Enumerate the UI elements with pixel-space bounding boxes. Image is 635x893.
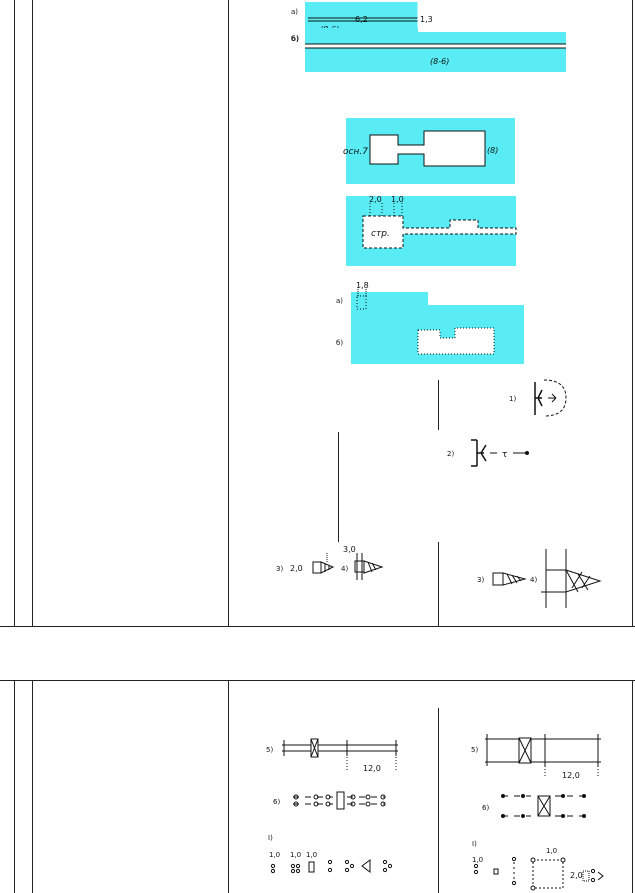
left-7-label: I) [268,834,273,842]
figure-left-7: I) 1,0 1,0 1,0 [268,834,393,874]
sketch-divider-a [438,380,439,430]
left-7-dim-3: 1,0 [306,851,317,859]
left-34-dim-top: 3,0 [343,545,356,554]
table2-col-divider-2 [228,680,229,893]
strip-a-dim-step: 1,3 [420,15,433,24]
table-right-border [632,0,633,626]
table-left-border [14,0,15,626]
sketch-bottom-line [228,626,438,627]
figure-strips: a) 6,2 1,3 (8-6) б) (8-6) [291,2,566,72]
sketch-divider-b [338,432,339,542]
left-7-dim-2: 1,0 [290,851,301,859]
str-label: стр. [371,229,390,239]
right-7-label: I) [472,840,477,848]
strip-a-dim-width: 6,2 [355,15,368,24]
dotted-large-shape [417,327,495,355]
str-shape [362,215,517,249]
str-dim-1: 2,0 [369,195,382,204]
figure-osn: осн.7 (8) [343,118,515,184]
dotted-label-b: б) [336,339,343,347]
right-5-label: 5) [471,746,478,754]
figure-right-2: 2) τ [447,439,529,467]
right-5-dim: 12,0 [562,771,580,780]
right-2-tau: τ [502,450,507,460]
strip-a-label: a) [291,8,298,16]
left-5-label: 5) [266,746,273,754]
sketch-divider-c [438,542,439,626]
figure-left-6: 6) [273,791,386,810]
figure-right-34: 3) 4) [477,549,602,608]
left-5-dim: 12,0 [363,764,381,773]
right-6-label: 6) [482,804,489,812]
figure-dotted: 1,8 a) б) [336,281,524,364]
strip-b-code: (8-6) [430,57,449,66]
figure-right-5: 5) 12,0 [471,734,601,780]
strip-a-cyan [305,2,418,28]
left-6-label: 6) [273,798,280,806]
right-7-dim-1: 1,0 [472,856,483,864]
left-4-label: 4) [341,565,348,573]
table2-right-border [632,680,633,893]
right-4-label: 4) [530,576,537,584]
right-7-dim-2: 1,0 [546,847,557,855]
table2-col-divider-1 [32,680,33,893]
osn-shape [369,130,486,167]
figure-left-5: 5) 12,0 [266,738,398,773]
right-1-label: 1) [509,395,516,403]
strip-b-cyan [305,32,566,72]
sketch-divider-d [438,708,439,893]
table-col-divider-2 [228,0,229,626]
figure-right-7: I) 1,0 1,0 2,0 [472,840,604,891]
str-dim-2: 1,0 [391,195,404,204]
figure-right-1: 1) [509,379,567,417]
dotted-dim: 1,8 [356,281,369,290]
dotted-label-a: a) [336,297,343,305]
table2-left-border [14,680,15,893]
right-7-dim-3: 2,0 [570,871,583,880]
right-2-label: 2) [447,450,454,458]
dotted-small-square [356,295,367,310]
table2-row-top [0,680,635,681]
right-3-label: 3) [477,576,484,584]
left-3-label: 3) [276,565,283,573]
strip-b-label: б) [291,35,299,43]
osn-label: осн.7 [343,147,368,157]
left-3-dim: 2,0 [290,564,303,573]
osn-code: (8) [487,146,498,155]
left-7-dim-1: 1,0 [269,851,280,859]
table-col-divider-1 [32,0,33,626]
figure-str: 2,0 1,0 стр. [346,195,517,266]
figure-left-34: 3,0 3) 2,0 4) [276,545,384,580]
figure-right-6: 6) [482,794,586,818]
